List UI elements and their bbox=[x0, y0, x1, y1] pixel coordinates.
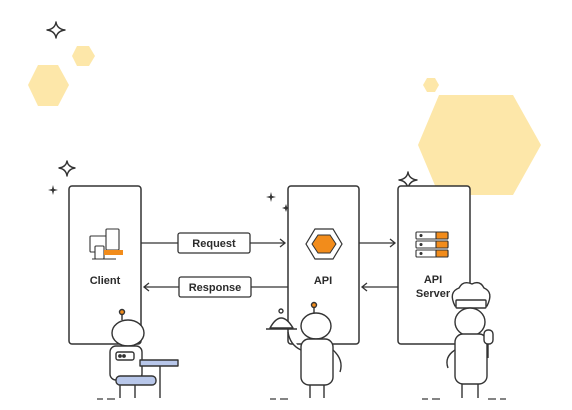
api-to-server-arrow bbox=[359, 238, 397, 248]
api-server-label-line1: API bbox=[424, 274, 442, 286]
sparkles bbox=[46, 21, 418, 212]
hexagon-tiny-right bbox=[423, 78, 439, 92]
hexagon-small-left bbox=[28, 65, 69, 106]
client-box bbox=[68, 185, 142, 345]
request-label: Request bbox=[192, 238, 236, 250]
api-label: API bbox=[314, 275, 332, 287]
robot-client-illustration bbox=[109, 308, 179, 398]
request-label-box bbox=[177, 232, 251, 254]
devices-icon bbox=[89, 228, 123, 260]
robot-chef-illustration bbox=[446, 281, 494, 398]
api-hexagon-icon bbox=[305, 228, 343, 260]
background-decoration bbox=[28, 46, 541, 195]
response-label: Response bbox=[189, 282, 242, 294]
api-server-box bbox=[397, 185, 471, 345]
sparkle-icon bbox=[58, 160, 76, 177]
api-server-label-line2: Server bbox=[416, 288, 451, 300]
hexagon-tiny-left bbox=[72, 46, 95, 66]
server-to-api-arrow bbox=[360, 282, 398, 292]
response-arrow bbox=[142, 282, 288, 292]
request-arrow bbox=[141, 238, 287, 248]
sparkle-icon bbox=[266, 192, 276, 202]
sparkle-icon bbox=[282, 204, 290, 212]
sparkle-icon bbox=[48, 185, 58, 195]
hexagon-large-right bbox=[418, 95, 541, 195]
response-label-box bbox=[178, 276, 252, 298]
server-stack-icon bbox=[415, 231, 449, 258]
robot-waiter-illustration bbox=[266, 301, 342, 398]
client-label: Client bbox=[90, 275, 121, 287]
sparkle-icon bbox=[46, 21, 66, 39]
